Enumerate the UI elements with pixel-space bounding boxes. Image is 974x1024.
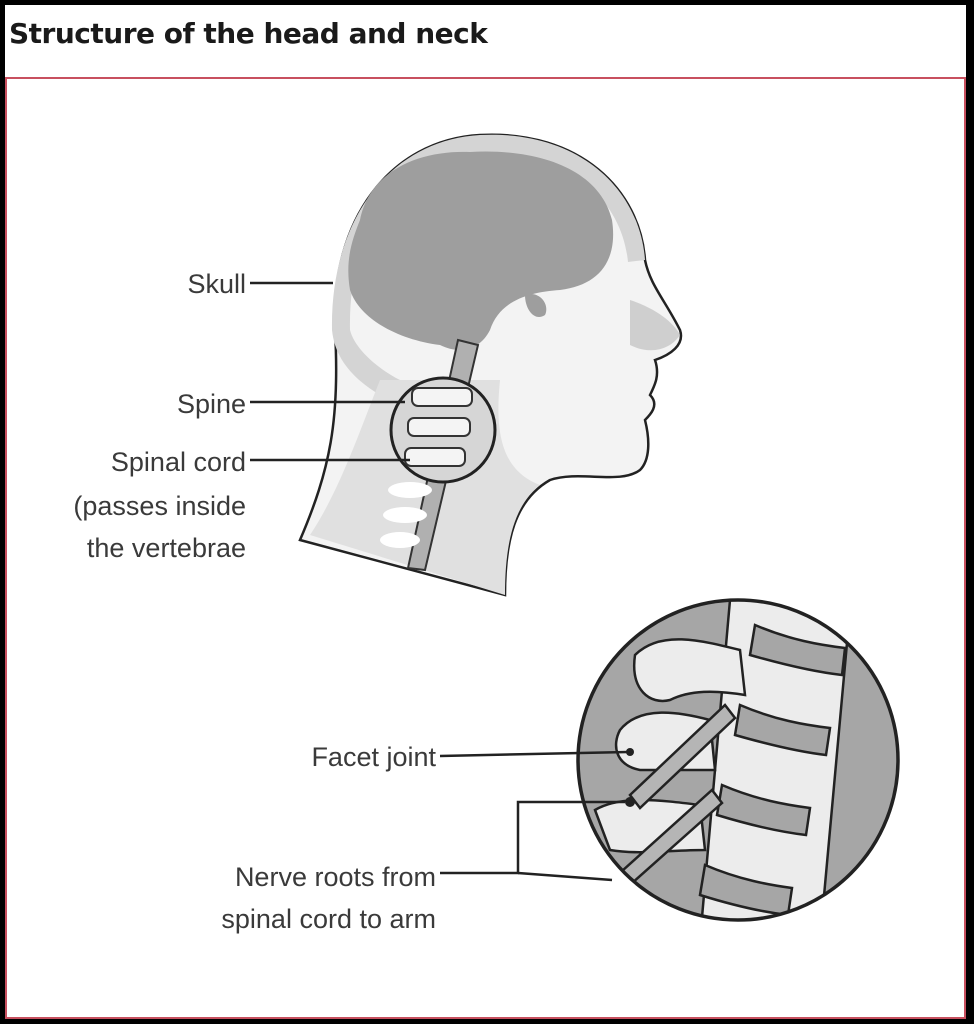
label-spinal-cord-note-1: (passes inside	[73, 491, 246, 521]
nerve-roots	[610, 703, 737, 894]
head-neck-illustration	[250, 133, 900, 922]
label-spine: Spine	[176, 389, 246, 419]
label-facet-joint: Facet joint	[311, 742, 436, 772]
label-spinal-cord-note-2: the vertebrae	[86, 533, 246, 563]
leader-lines	[250, 281, 629, 882]
label-skull: Skull	[187, 269, 246, 299]
facet-joint-dot	[626, 748, 634, 756]
nose-shading	[630, 300, 680, 351]
label-spinal-cord: Spinal cord	[110, 447, 246, 477]
cerebellum	[525, 294, 547, 318]
discs	[698, 623, 847, 917]
nerve-root-dot	[625, 797, 635, 807]
label-nerve-roots-1: Nerve roots from	[234, 862, 436, 892]
small-vertebrae	[404, 387, 473, 467]
label-nerve-roots-2: spinal cord to arm	[221, 904, 436, 934]
skull-bone	[331, 134, 645, 396]
brain	[348, 151, 614, 350]
page: Structure of the head and neck	[5, 5, 966, 1019]
page-title: Structure of the head and neck	[9, 17, 488, 50]
neck-vertebrae	[380, 482, 432, 548]
